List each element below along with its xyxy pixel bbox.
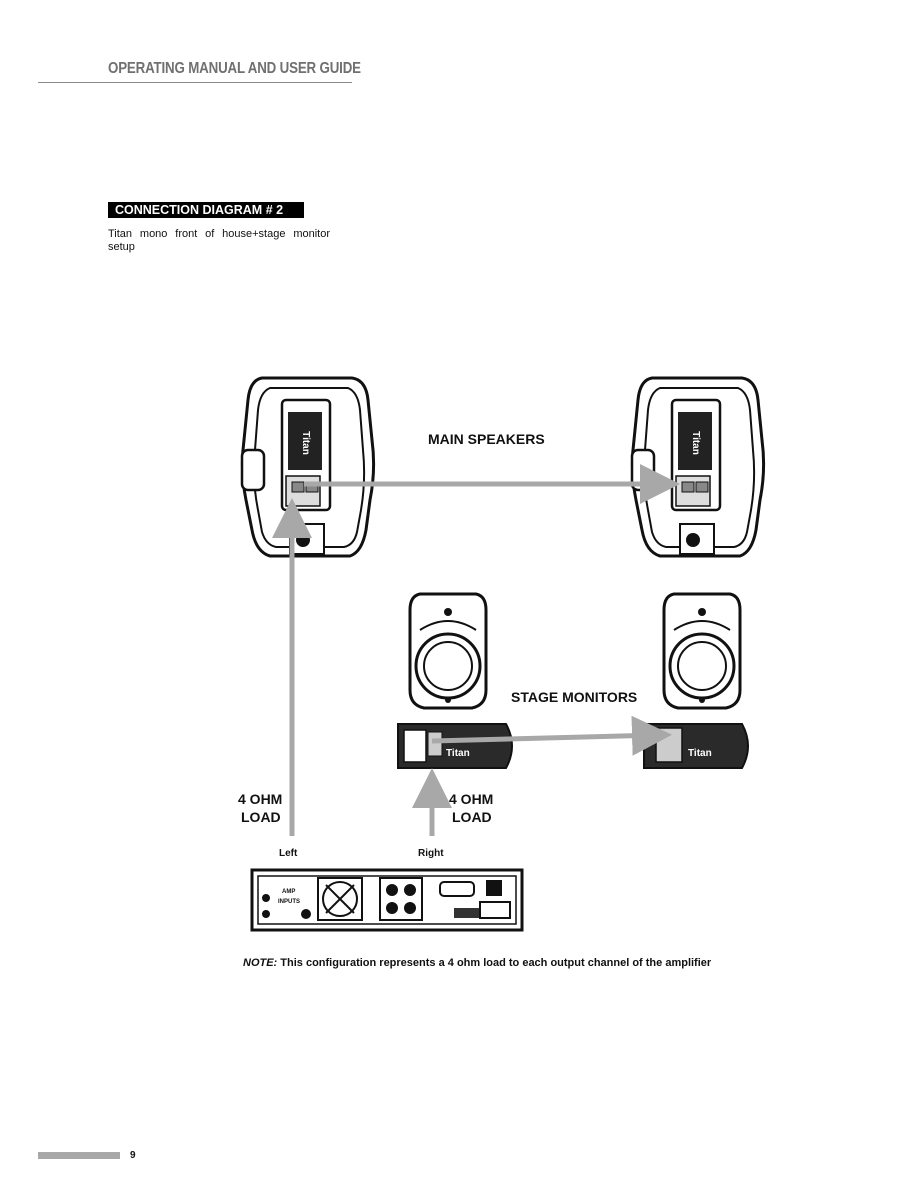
footer-bar (38, 1152, 120, 1159)
stage-monitor-right (662, 592, 742, 710)
stage-monitor-right-panel: Titan (643, 723, 749, 769)
diagram-description: Titan mono front of house+stage monitor … (108, 228, 330, 253)
main-speakers-label: MAIN SPEAKERS (428, 431, 545, 447)
right-load-label-line2: LOAD (452, 809, 492, 825)
header-divider (38, 82, 352, 83)
stage-monitors-label: STAGE MONITORS (511, 689, 637, 705)
right-load-label-line1: 4 OHM (449, 791, 493, 807)
monitor-link-cable (431, 715, 672, 756)
stage-monitor-right-brand: Titan (688, 748, 712, 759)
stage-monitor-left (408, 592, 488, 710)
amp-input-label-1: AMP (282, 889, 295, 895)
main-speaker-right: Titan (630, 376, 766, 558)
note-text: This configuration represents a 4 ohm lo… (277, 957, 712, 969)
amplifier-rear-panel: AMP INPUTS (250, 868, 524, 932)
left-load-label-line2: LOAD (241, 809, 281, 825)
main-speaker-left-brand: Titan (300, 431, 311, 455)
configuration-note: NOTE: This configuration represents a 4 … (243, 957, 711, 969)
main-speaker-right-brand: Titan (690, 431, 701, 455)
stage-monitor-left-brand: Titan (446, 748, 470, 759)
manual-header-title: OPERATING MANUAL AND USER GUIDE (108, 60, 361, 77)
note-label: NOTE: (243, 957, 278, 969)
page-number: 9 (130, 1150, 136, 1161)
speaker-cables (272, 464, 680, 836)
right-channel-label: Right (418, 848, 444, 859)
main-speaker-left: Titan (240, 376, 376, 558)
left-load-label-line1: 4 OHM (238, 791, 282, 807)
connection-diagram-heading: CONNECTION DIAGRAM # 2 (108, 202, 304, 218)
left-channel-label: Left (279, 848, 298, 859)
amp-input-label-2: INPUTS (278, 899, 300, 905)
stage-monitor-left-panel: Titan (397, 723, 513, 769)
